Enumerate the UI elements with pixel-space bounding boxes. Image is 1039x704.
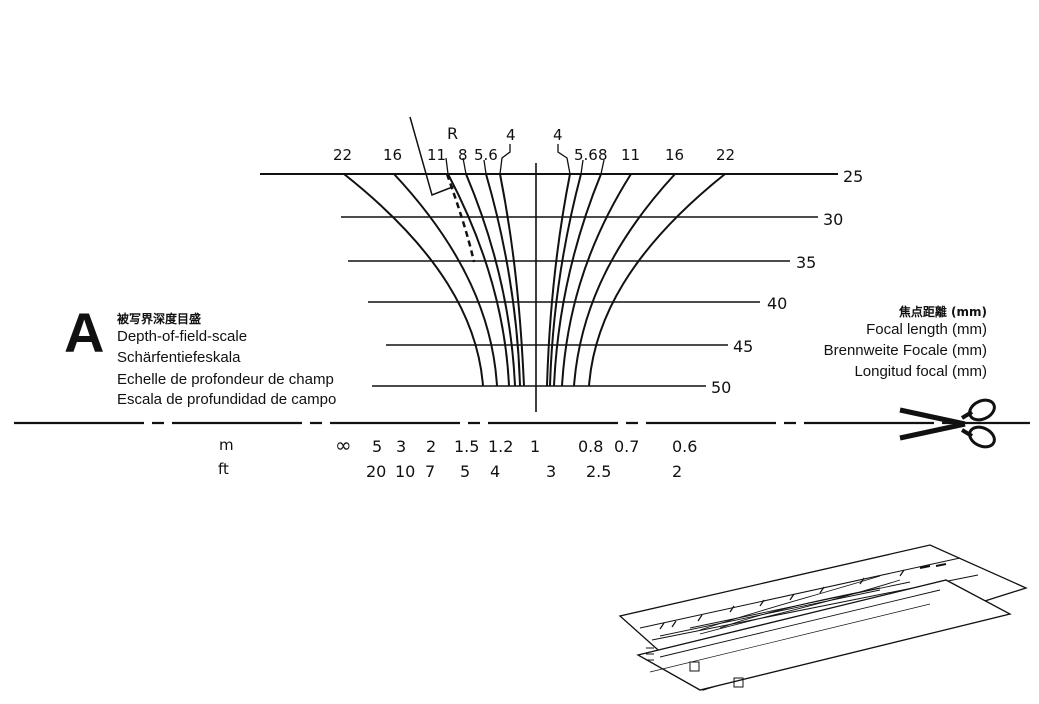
aperture-left-11: 11 — [427, 146, 446, 164]
meters-unit-label: m — [219, 436, 234, 454]
title-german: Schärfentiefeskala — [117, 349, 240, 366]
feet-unit-label: ft — [218, 460, 229, 478]
meter-mark-1-2: 1.2 — [488, 437, 513, 456]
focal-label-german-french: Brennweite Focale (mm) — [824, 342, 987, 359]
focal-length-40: 40 — [767, 294, 787, 313]
feet-mark-2: 2 — [672, 462, 682, 481]
aperture-right-8: 8 — [598, 146, 608, 164]
aperture-right-16: 16 — [665, 146, 684, 164]
feet-mark-4: 4 — [490, 462, 500, 481]
focal-length-30: 30 — [823, 210, 843, 229]
meter-mark-5: 5 — [372, 437, 382, 456]
feet-mark-2-5: 2.5 — [586, 462, 611, 481]
focal-label-spanish: Longitud focal (mm) — [854, 363, 987, 380]
aperture-left-5-6: 5.6 — [474, 146, 498, 164]
aperture-right-11: 11 — [621, 146, 640, 164]
aperture-right-22: 22 — [716, 146, 735, 164]
aperture-right-4: 4 — [553, 126, 563, 144]
meter-mark-1-5: 1.5 — [454, 437, 479, 456]
aperture-left-4: 4 — [506, 126, 516, 144]
focal-length-25: 25 — [843, 167, 863, 186]
meter-mark-2: 2 — [426, 437, 436, 456]
focal-label-japanese: 焦点距離 (mm) — [899, 303, 987, 320]
focal-length-45: 45 — [733, 337, 753, 356]
assembled-scale-illustration — [620, 545, 1026, 690]
meter-mark-infinity: ∞ — [335, 433, 352, 457]
leader-4-right — [558, 144, 570, 174]
feet-mark-7: 7 — [425, 462, 435, 481]
r-mark-label: R — [447, 124, 458, 143]
title-english: Depth-of-field-scale — [117, 328, 247, 345]
focal-length-50: 50 — [711, 378, 731, 397]
feet-mark-20: 20 — [366, 462, 386, 481]
meter-mark-0-6: 0.6 — [672, 437, 697, 456]
meter-mark-3: 3 — [396, 437, 406, 456]
focal-label-english: Focal length (mm) — [866, 321, 987, 338]
dof-curve-12 — [589, 174, 725, 386]
focal-length-35: 35 — [796, 253, 816, 272]
aperture-left-16: 16 — [383, 146, 402, 164]
title-spanish: Escala de profundidad de campo — [117, 391, 336, 408]
meter-mark-0-8: 0.8 — [578, 437, 603, 456]
title-japanese: 被写界深度目盛 — [117, 310, 201, 327]
aperture-left-22: 22 — [333, 146, 352, 164]
dof-curve-1 — [344, 174, 483, 386]
feet-mark-10: 10 — [395, 462, 415, 481]
section-letter: A — [64, 300, 104, 365]
aperture-right-5-6: 5.6 — [574, 146, 598, 164]
aperture-left-8: 8 — [458, 146, 468, 164]
meter-mark-0-7: 0.7 — [614, 437, 639, 456]
leader-11-left — [446, 158, 448, 174]
title-french: Echelle de profondeur de champ — [117, 371, 334, 388]
leader-4-left — [500, 144, 510, 174]
feet-mark-5: 5 — [460, 462, 470, 481]
feet-mark-3: 3 — [546, 462, 556, 481]
meter-mark-1: 1 — [530, 437, 540, 456]
